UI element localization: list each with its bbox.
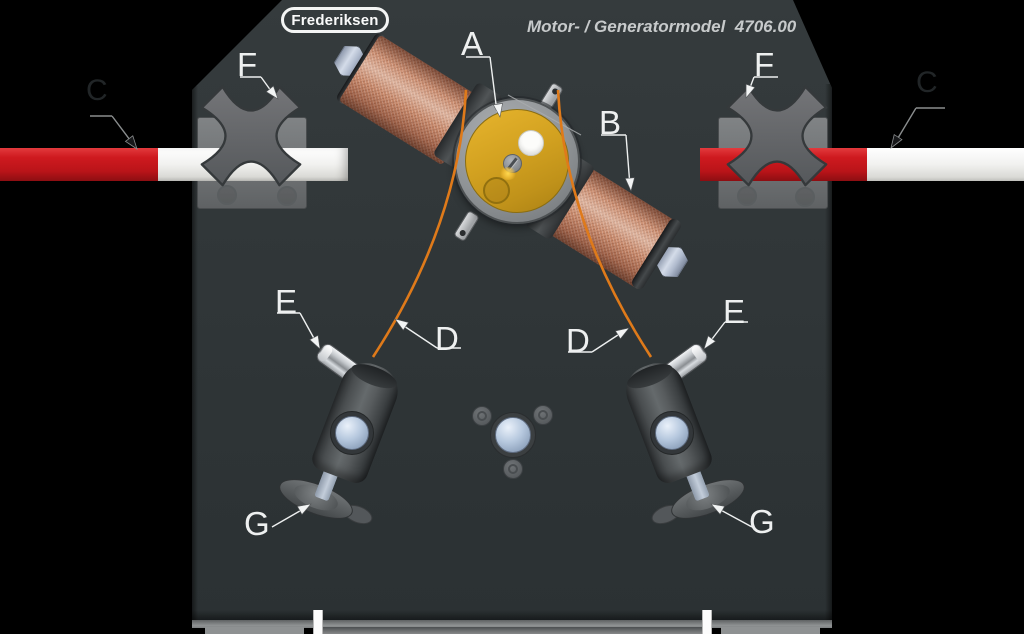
callout-c-right: C [916,66,938,99]
callout-d-left: D [435,320,459,357]
hub-knob [495,417,531,453]
callout-e-right: E [723,293,746,330]
commutator-disc [465,109,569,213]
x-star-shape [726,85,828,187]
leader-lines [240,56,778,528]
diagram-title: Motor- / Generatormodel 4706.00 [527,17,797,36]
callout-c-left: C [86,74,108,107]
arrowheads-dark [124,133,903,150]
callout-e-left: E [275,283,298,320]
panel-right-edge-shade [825,84,832,620]
leader-lines-dark [90,107,945,141]
panel-bottom-edge-shade [192,610,832,620]
screw-hole [217,185,237,205]
bearing-star-left [200,85,302,187]
brush-wire-left [371,89,468,358]
callout-f-right: F [754,46,775,83]
bearing-star-right [726,85,828,187]
callout-a: A [461,25,484,62]
base-foot-bar [192,620,832,628]
callout-d-right: D [566,322,590,359]
screw-hole [737,186,757,206]
screw-hole [795,187,815,207]
magnet-rod-right-white [867,148,1024,181]
brush-wire-right [556,89,653,358]
callout-f-left: F [237,46,258,83]
base-foot-right [721,627,820,634]
hub-screw [472,406,492,426]
base-foot-left [205,627,304,634]
gold-highlight [499,167,517,180]
clamp-knob-right [655,416,689,450]
panel-left-edge-shade [192,86,198,620]
axis-guide-line [507,94,582,136]
hub-screw [503,459,523,479]
screw-hole [277,186,297,206]
callout-b: B [599,104,622,141]
frederiksen-logo: Frederiksen [281,7,389,33]
callout-g-left: G [244,505,270,542]
magnet-rod-left-red [0,148,158,181]
foot-notch-right [702,610,712,634]
x-star-shape [200,85,302,187]
arrowheads [265,83,756,516]
commutator-contact-white [518,130,544,156]
commutator-hole [483,177,510,204]
clamp-knob-left [335,416,369,450]
base-foot-middle [323,627,702,634]
foot-notch-left [313,610,323,634]
hub-screw [533,405,553,425]
callout-g-right: G [749,503,775,540]
